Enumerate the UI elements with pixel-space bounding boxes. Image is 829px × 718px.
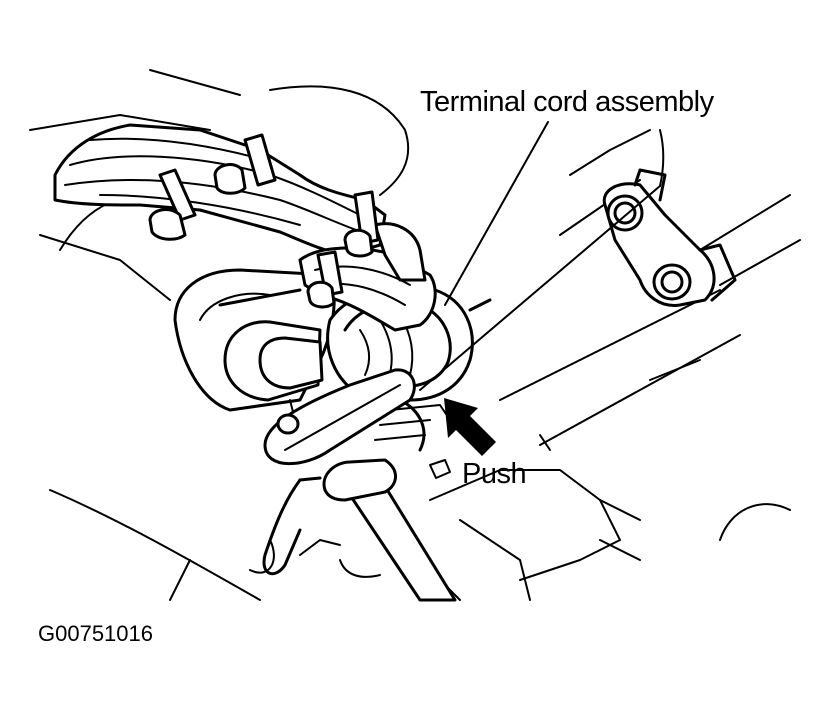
terminal-cable — [262, 458, 457, 602]
push-label: Push — [462, 458, 527, 490]
leader-lines — [419, 121, 665, 391]
terminal-cord-assembly-label: Terminal cord assembly — [420, 86, 714, 118]
arrow-up-left-icon — [444, 398, 496, 456]
figure-code-label: G00751016 — [38, 621, 153, 646]
mounting-bracket — [602, 168, 737, 307]
starter-motor — [173, 268, 341, 441]
engine-background — [29, 69, 801, 601]
harness-clamps — [148, 133, 380, 309]
terminal-flange — [263, 368, 416, 466]
